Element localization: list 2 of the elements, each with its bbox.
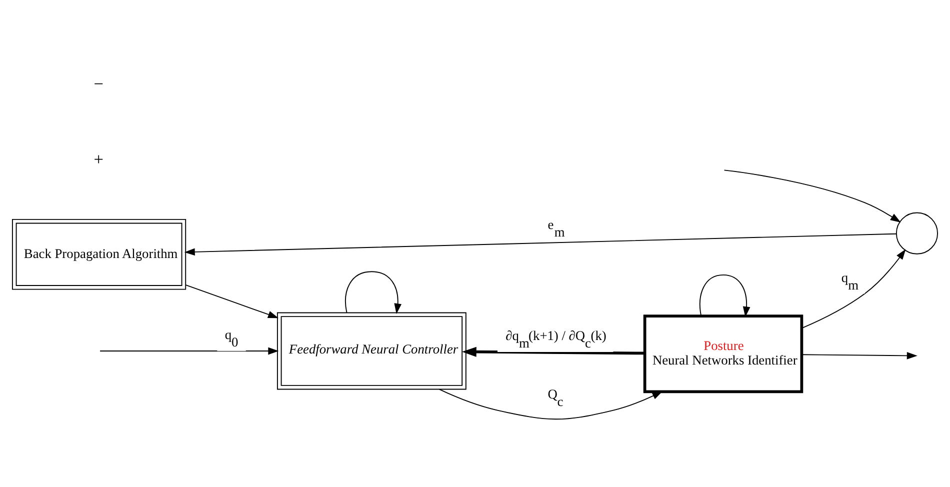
label: − [94, 74, 104, 94]
label: + [94, 150, 104, 169]
